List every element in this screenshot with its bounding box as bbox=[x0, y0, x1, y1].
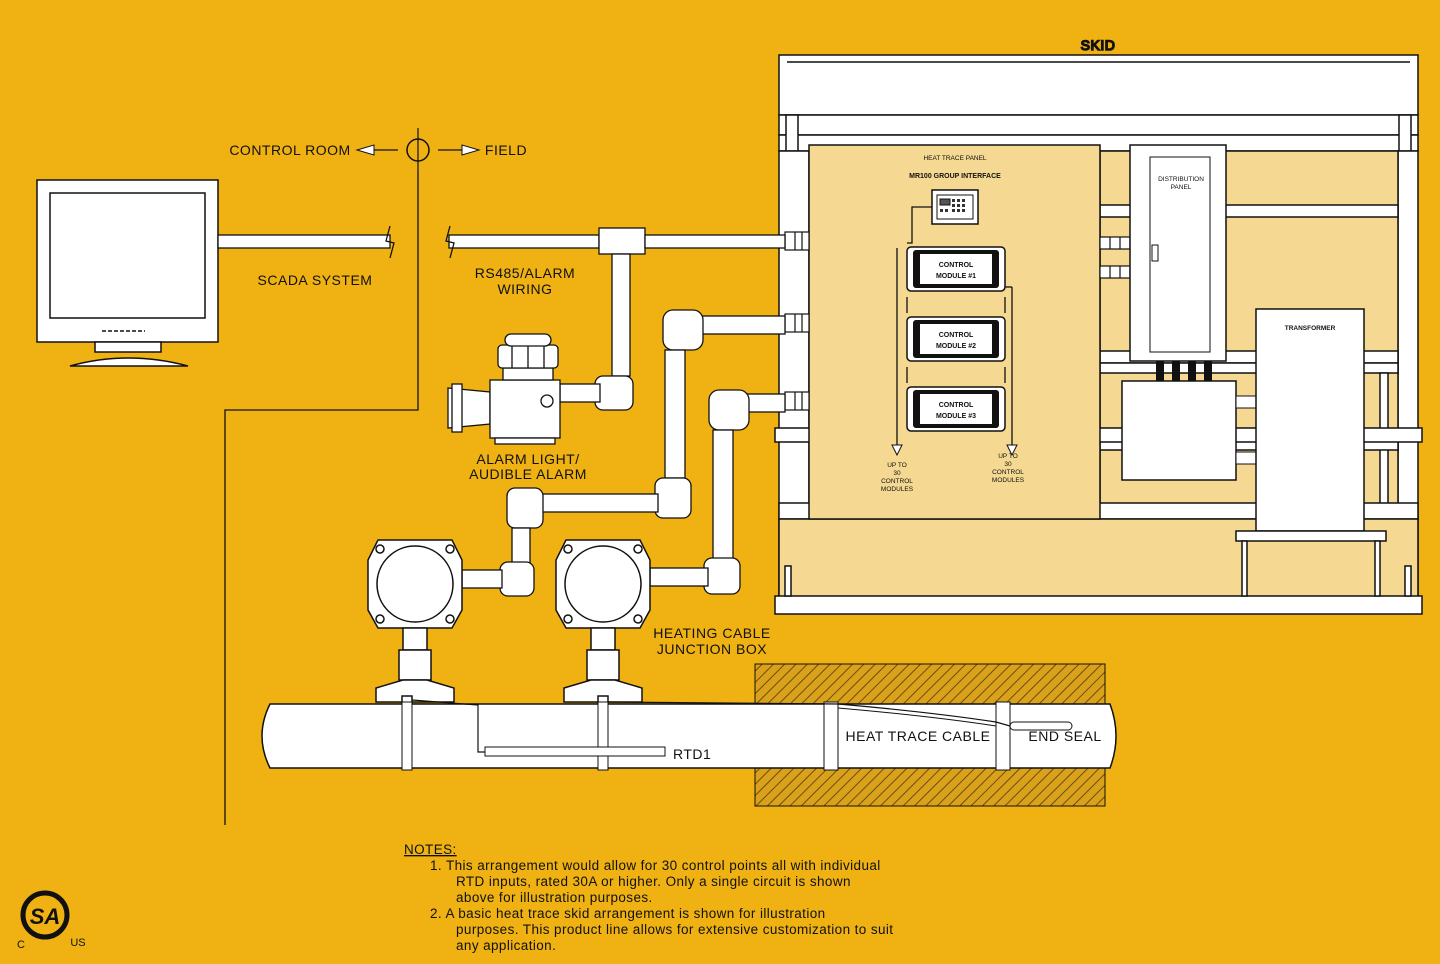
notes-title: NOTES: bbox=[404, 842, 457, 857]
up-to-label-right: UP TO 30 CONTROL MODULES bbox=[992, 453, 1025, 484]
svg-text:30: 30 bbox=[893, 470, 901, 477]
svg-text:MODULES: MODULES bbox=[992, 477, 1025, 484]
svg-text:MODULES: MODULES bbox=[881, 486, 914, 493]
alarm-light-icon bbox=[447, 333, 561, 445]
csa-us: US bbox=[70, 937, 85, 949]
distribution-label-1: DISTRIBUTION bbox=[1158, 176, 1204, 183]
note-line: 2. A basic heat trace skid arrangement i… bbox=[430, 906, 826, 921]
svg-text:UP TO: UP TO bbox=[998, 453, 1018, 460]
module-wiring bbox=[896, 206, 1013, 445]
pipe bbox=[261, 663, 1117, 807]
mr100-interface bbox=[931, 189, 979, 225]
panel-connectors bbox=[784, 231, 1131, 411]
mr100-label: MR100 GROUP INTERFACE bbox=[909, 173, 1001, 180]
heat-trace-panel-label: HEAT TRACE PANEL bbox=[923, 155, 986, 162]
svg-text:MODULE #2: MODULE #2 bbox=[936, 343, 976, 350]
end-seal-label: END SEAL bbox=[1028, 728, 1101, 744]
field-label: FIELD bbox=[485, 142, 527, 158]
jbox-label-2: JUNCTION BOX bbox=[657, 641, 767, 657]
control-module-1: CONTROL MODULE #1 bbox=[906, 246, 1006, 292]
conduit-2 bbox=[461, 309, 786, 597]
control-room-divider: CONTROL ROOM FIELD bbox=[224, 128, 527, 825]
arrow-left-icon bbox=[355, 144, 375, 156]
svg-text:MODULE #3: MODULE #3 bbox=[936, 413, 976, 420]
svg-text:CONTROL: CONTROL bbox=[881, 478, 913, 485]
distribution-label-2: PANEL bbox=[1171, 184, 1192, 191]
csa-logo: SA C US bbox=[17, 890, 86, 951]
svg-text:CONTROL: CONTROL bbox=[939, 332, 974, 339]
scada-label: SCADA SYSTEM bbox=[258, 272, 373, 288]
svg-text:CONTROL: CONTROL bbox=[992, 469, 1024, 476]
alarm-label-1: ALARM LIGHT/ bbox=[476, 451, 579, 467]
note-line: 1. This arrangement would allow for 30 c… bbox=[430, 858, 881, 873]
notes: NOTES: 1. This arrangement would allow f… bbox=[404, 842, 893, 953]
transformer-label: TRANSFORMER bbox=[1285, 325, 1336, 332]
note-line: purposes. This product line allows for e… bbox=[456, 922, 893, 937]
rs485-label-1: RS485/ALARM bbox=[475, 265, 575, 281]
svg-text:UP TO: UP TO bbox=[887, 462, 907, 469]
junction-box-2 bbox=[555, 539, 651, 769]
conduit-3 bbox=[649, 389, 786, 595]
svg-text:CONTROL: CONTROL bbox=[939, 262, 974, 269]
conduit-rs485 bbox=[559, 227, 786, 411]
control-module-3: CONTROL MODULE #3 bbox=[906, 386, 1006, 432]
svg-text:CONTROL: CONTROL bbox=[939, 402, 974, 409]
control-module-2: CONTROL MODULE #2 bbox=[906, 316, 1006, 362]
control-room-label: CONTROL ROOM bbox=[229, 142, 350, 158]
note-line: any application. bbox=[456, 938, 556, 953]
rs485-label-2: WIRING bbox=[497, 281, 552, 297]
distribution-panel: DISTRIBUTION PANEL bbox=[1121, 144, 1257, 481]
transformer: TRANSFORMER bbox=[1235, 308, 1387, 597]
heat-trace-panel: HEAT TRACE PANEL MR100 GROUP INTERFACE bbox=[808, 144, 1101, 520]
up-to-label-left: UP TO 30 CONTROL MODULES bbox=[881, 462, 914, 493]
csa-c: C bbox=[17, 939, 25, 951]
svg-text:30: 30 bbox=[1004, 461, 1012, 468]
alarm-label-2: AUDIBLE ALARM bbox=[469, 466, 587, 482]
note-line: above for illustration purposes. bbox=[456, 890, 653, 905]
csa-mark: SA bbox=[30, 904, 61, 929]
note-line: RTD inputs, rated 30A or higher. Only a … bbox=[456, 874, 851, 889]
arrow-down-icon bbox=[1006, 444, 1018, 457]
skid-label: SKID bbox=[1081, 37, 1116, 53]
heat-trace-cable-label: HEAT TRACE CABLE bbox=[846, 728, 991, 744]
rtd-label: RTD1 bbox=[673, 746, 711, 762]
scada-cable bbox=[217, 225, 600, 259]
arrow-right-icon bbox=[461, 144, 481, 156]
jbox-label-1: HEATING CABLE bbox=[653, 625, 771, 641]
arrow-down-icon bbox=[891, 444, 903, 457]
monitor-icon bbox=[36, 179, 219, 367]
svg-text:MODULE #1: MODULE #1 bbox=[936, 273, 976, 280]
